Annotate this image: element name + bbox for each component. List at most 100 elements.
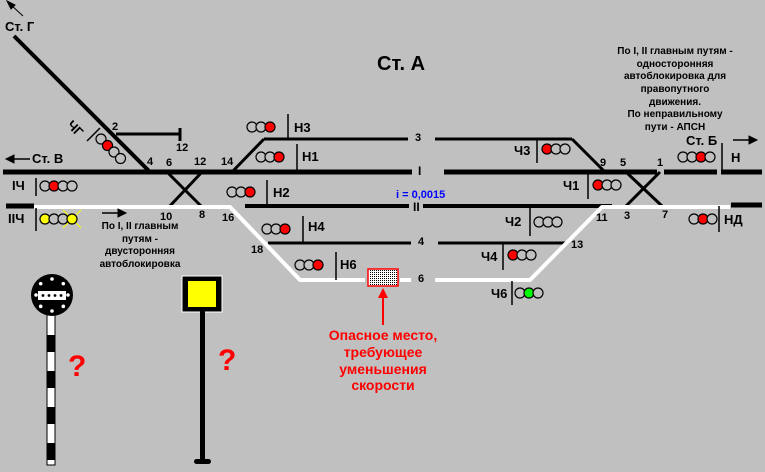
note-left-line: двусторонняя: [105, 246, 175, 257]
signal-lamp: [66, 213, 78, 225]
switch-16: 16: [222, 212, 235, 224]
signal-ch6-label: Ч6: [491, 286, 508, 301]
note-right-line: автоблокировка для: [623, 71, 727, 83]
signal-n4[interactable]: [261, 216, 304, 243]
note-right-line: движения.: [649, 96, 701, 108]
signal-ich-label: IЧ: [12, 178, 25, 193]
note-danger-line: скорости: [351, 377, 415, 394]
signal-ch3[interactable]: [536, 138, 571, 163]
switch-14: 14: [221, 156, 234, 168]
station-g-label[interactable]: Ст. Г: [5, 19, 35, 34]
signal-ch2[interactable]: [529, 206, 563, 236]
signal-ch4[interactable]: [502, 243, 537, 270]
switch-9: 9: [600, 157, 607, 169]
sign-dots: [34, 277, 70, 313]
gradient-label: i = 0,0015: [396, 189, 446, 201]
signal-n-label: Н: [731, 150, 741, 165]
signal-lamp: [101, 139, 114, 152]
signal-lamp: [273, 151, 285, 163]
danger-arrow-head: [378, 288, 388, 298]
question-mark-left: ?: [68, 350, 87, 383]
track-i-label: I: [418, 164, 422, 178]
station-b-label[interactable]: Ст. Б: [686, 133, 718, 148]
signal-n3[interactable]: [246, 114, 289, 139]
sign-dot: [50, 309, 54, 313]
route-track-6-right: [435, 205, 730, 282]
switch-10: 10: [160, 211, 173, 223]
signal-lamp: [704, 151, 716, 163]
signal-iich[interactable]: [35, 208, 82, 231]
signal-n2-label: Н2: [273, 185, 290, 200]
signal-lamp: [532, 287, 544, 299]
signals: [35, 114, 723, 305]
route-track-ii: [34, 205, 365, 282]
signal-nd-label: НД: [724, 212, 743, 227]
signal-ichr[interactable]: [35, 178, 78, 196]
signal-lamp: [279, 223, 291, 235]
signal-n6[interactable]: [294, 252, 337, 280]
switch-2: 2: [112, 121, 119, 133]
signal-ch1-label: Ч1: [563, 178, 580, 193]
signal-chg[interactable]: [86, 127, 127, 165]
track-3-label: 3: [415, 132, 422, 144]
pole-stripe: [47, 335, 55, 352]
note-danger: Опасное место, требующее уменьшения скор…: [313, 327, 453, 394]
note-left-line: автоблокировка: [99, 258, 181, 270]
switch-1: 1: [657, 157, 664, 169]
signal-lamp: [66, 180, 78, 192]
arrow-right-note-head: [117, 208, 128, 218]
note-left-line: По I, II главным: [101, 221, 179, 232]
danger-zone-hatch: [369, 270, 397, 285]
note-right-line: пути - АПСН: [644, 122, 706, 134]
switch-4: 4: [147, 156, 154, 168]
signal-lamp: [312, 259, 324, 271]
signal-n3-label: Н3: [294, 120, 311, 135]
note-danger-line: уменьшения: [339, 360, 427, 377]
track-3-lead: [230, 137, 266, 174]
switch-12: 12: [194, 156, 207, 168]
arrow-v-head: [4, 154, 15, 164]
signal-lamp: [108, 146, 120, 158]
note-left: По I, II главным путям - двусторонняя ав…: [80, 221, 200, 271]
signal-n2[interactable]: [226, 180, 268, 206]
note-right-line: правопутного: [640, 84, 710, 96]
signal-lamp: [244, 186, 256, 198]
signal-nd[interactable]: [688, 206, 720, 232]
sign-dot: [61, 304, 66, 309]
switch-13: 13: [571, 239, 584, 251]
sign-dot: [66, 293, 70, 297]
signal-lamp: [551, 216, 563, 228]
signal-n[interactable]: [677, 143, 723, 172]
station-v-label[interactable]: Ст. В: [32, 151, 64, 166]
signal-lamp: [559, 143, 571, 155]
arrow-b-head: [748, 135, 759, 145]
arrow-g-head: [5, 0, 16, 10]
signal-iich-label: IIЧ: [8, 211, 25, 226]
switch-18: 18: [251, 244, 264, 256]
signal-lamp: [95, 133, 107, 145]
sign-dot: [38, 304, 43, 309]
sign-yellow-square[interactable]: [181, 275, 223, 464]
note-right: По I, II главным путям - односторонняя а…: [600, 46, 750, 135]
signal-n1-label: Н1: [302, 149, 319, 164]
signal-n6-label: Н6: [340, 257, 357, 272]
note-danger-line: требующее: [343, 343, 423, 360]
track-4-label: 4: [418, 236, 425, 248]
crossover-12-10: [166, 170, 204, 210]
signal-ch4-label: Ч4: [481, 249, 498, 264]
switch-3: 3: [624, 210, 631, 222]
pole-stripes: [47, 335, 55, 460]
note-right-line: односторонняя: [636, 58, 714, 70]
sign-dot: [47, 294, 51, 297]
sign-circle[interactable]: [31, 274, 73, 466]
question-mark-right: ?: [218, 344, 237, 377]
switch-7: 7: [662, 209, 669, 221]
switch-11: 11: [596, 212, 608, 224]
signal-ch6[interactable]: [511, 281, 544, 305]
signal-n1[interactable]: [255, 144, 298, 172]
signal-ch1[interactable]: [587, 172, 622, 199]
sign-dot: [41, 294, 45, 297]
sign-dot: [38, 281, 43, 286]
sign-dot: [59, 294, 63, 297]
